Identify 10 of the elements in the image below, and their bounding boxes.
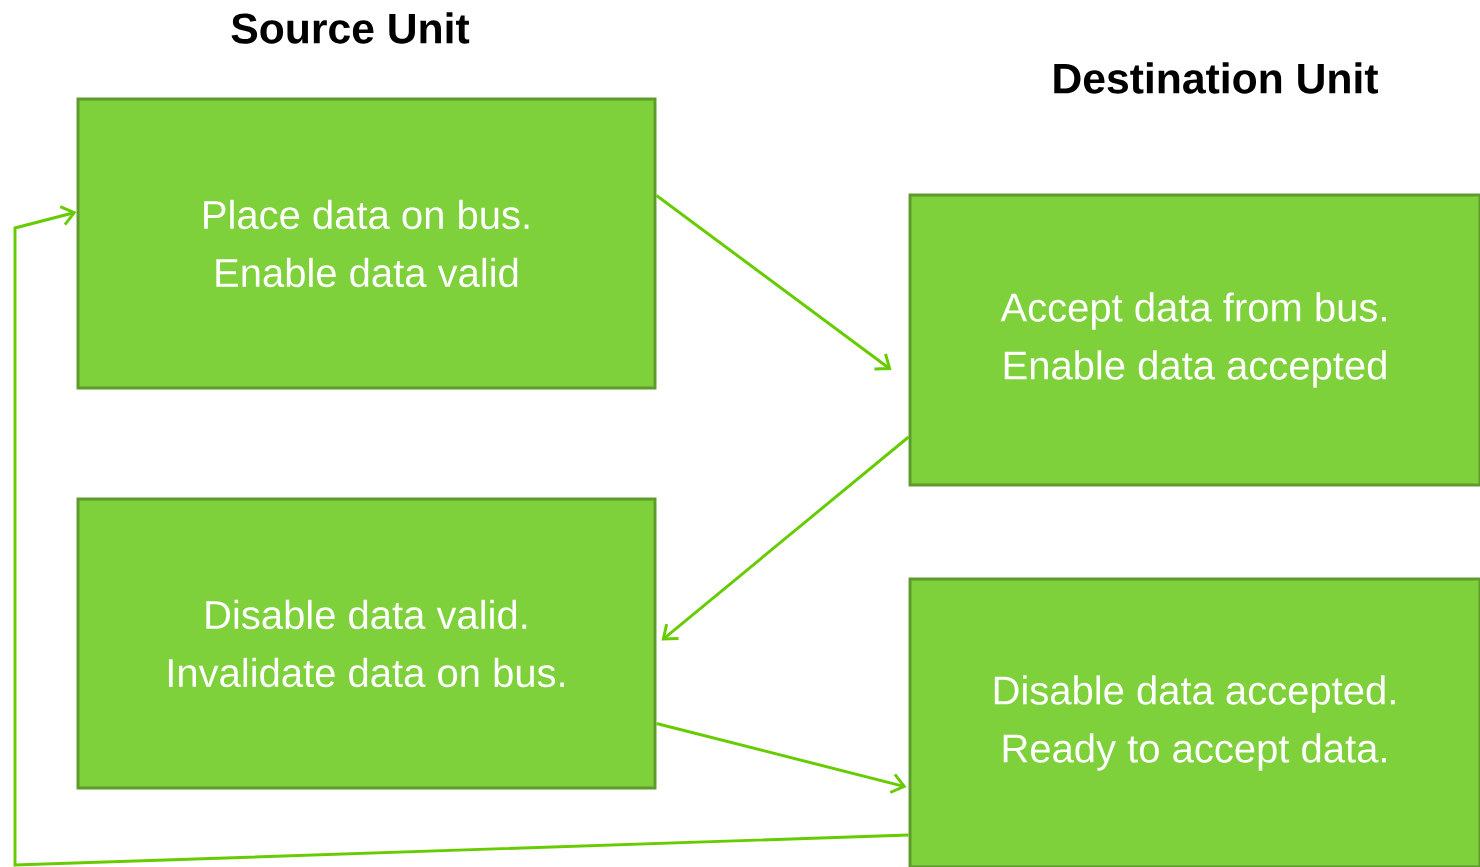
arrow [655, 194, 892, 371]
heading: Destination Unit [1054, 62, 1378, 94]
arrow [13, 205, 909, 867]
heading: Source Unit [231, 12, 470, 44]
process-box: Disable data valid. Invalidate data on bus. [76, 497, 657, 790]
process-box: Accept data from bus. Enable data accepted [908, 193, 1480, 487]
arrow [661, 435, 910, 641]
arrow [656, 722, 907, 794]
process-box: Place data on bus. Enable data valid [76, 97, 657, 390]
process-box: Disable data accepted. Ready to accept data. [908, 577, 1480, 867]
